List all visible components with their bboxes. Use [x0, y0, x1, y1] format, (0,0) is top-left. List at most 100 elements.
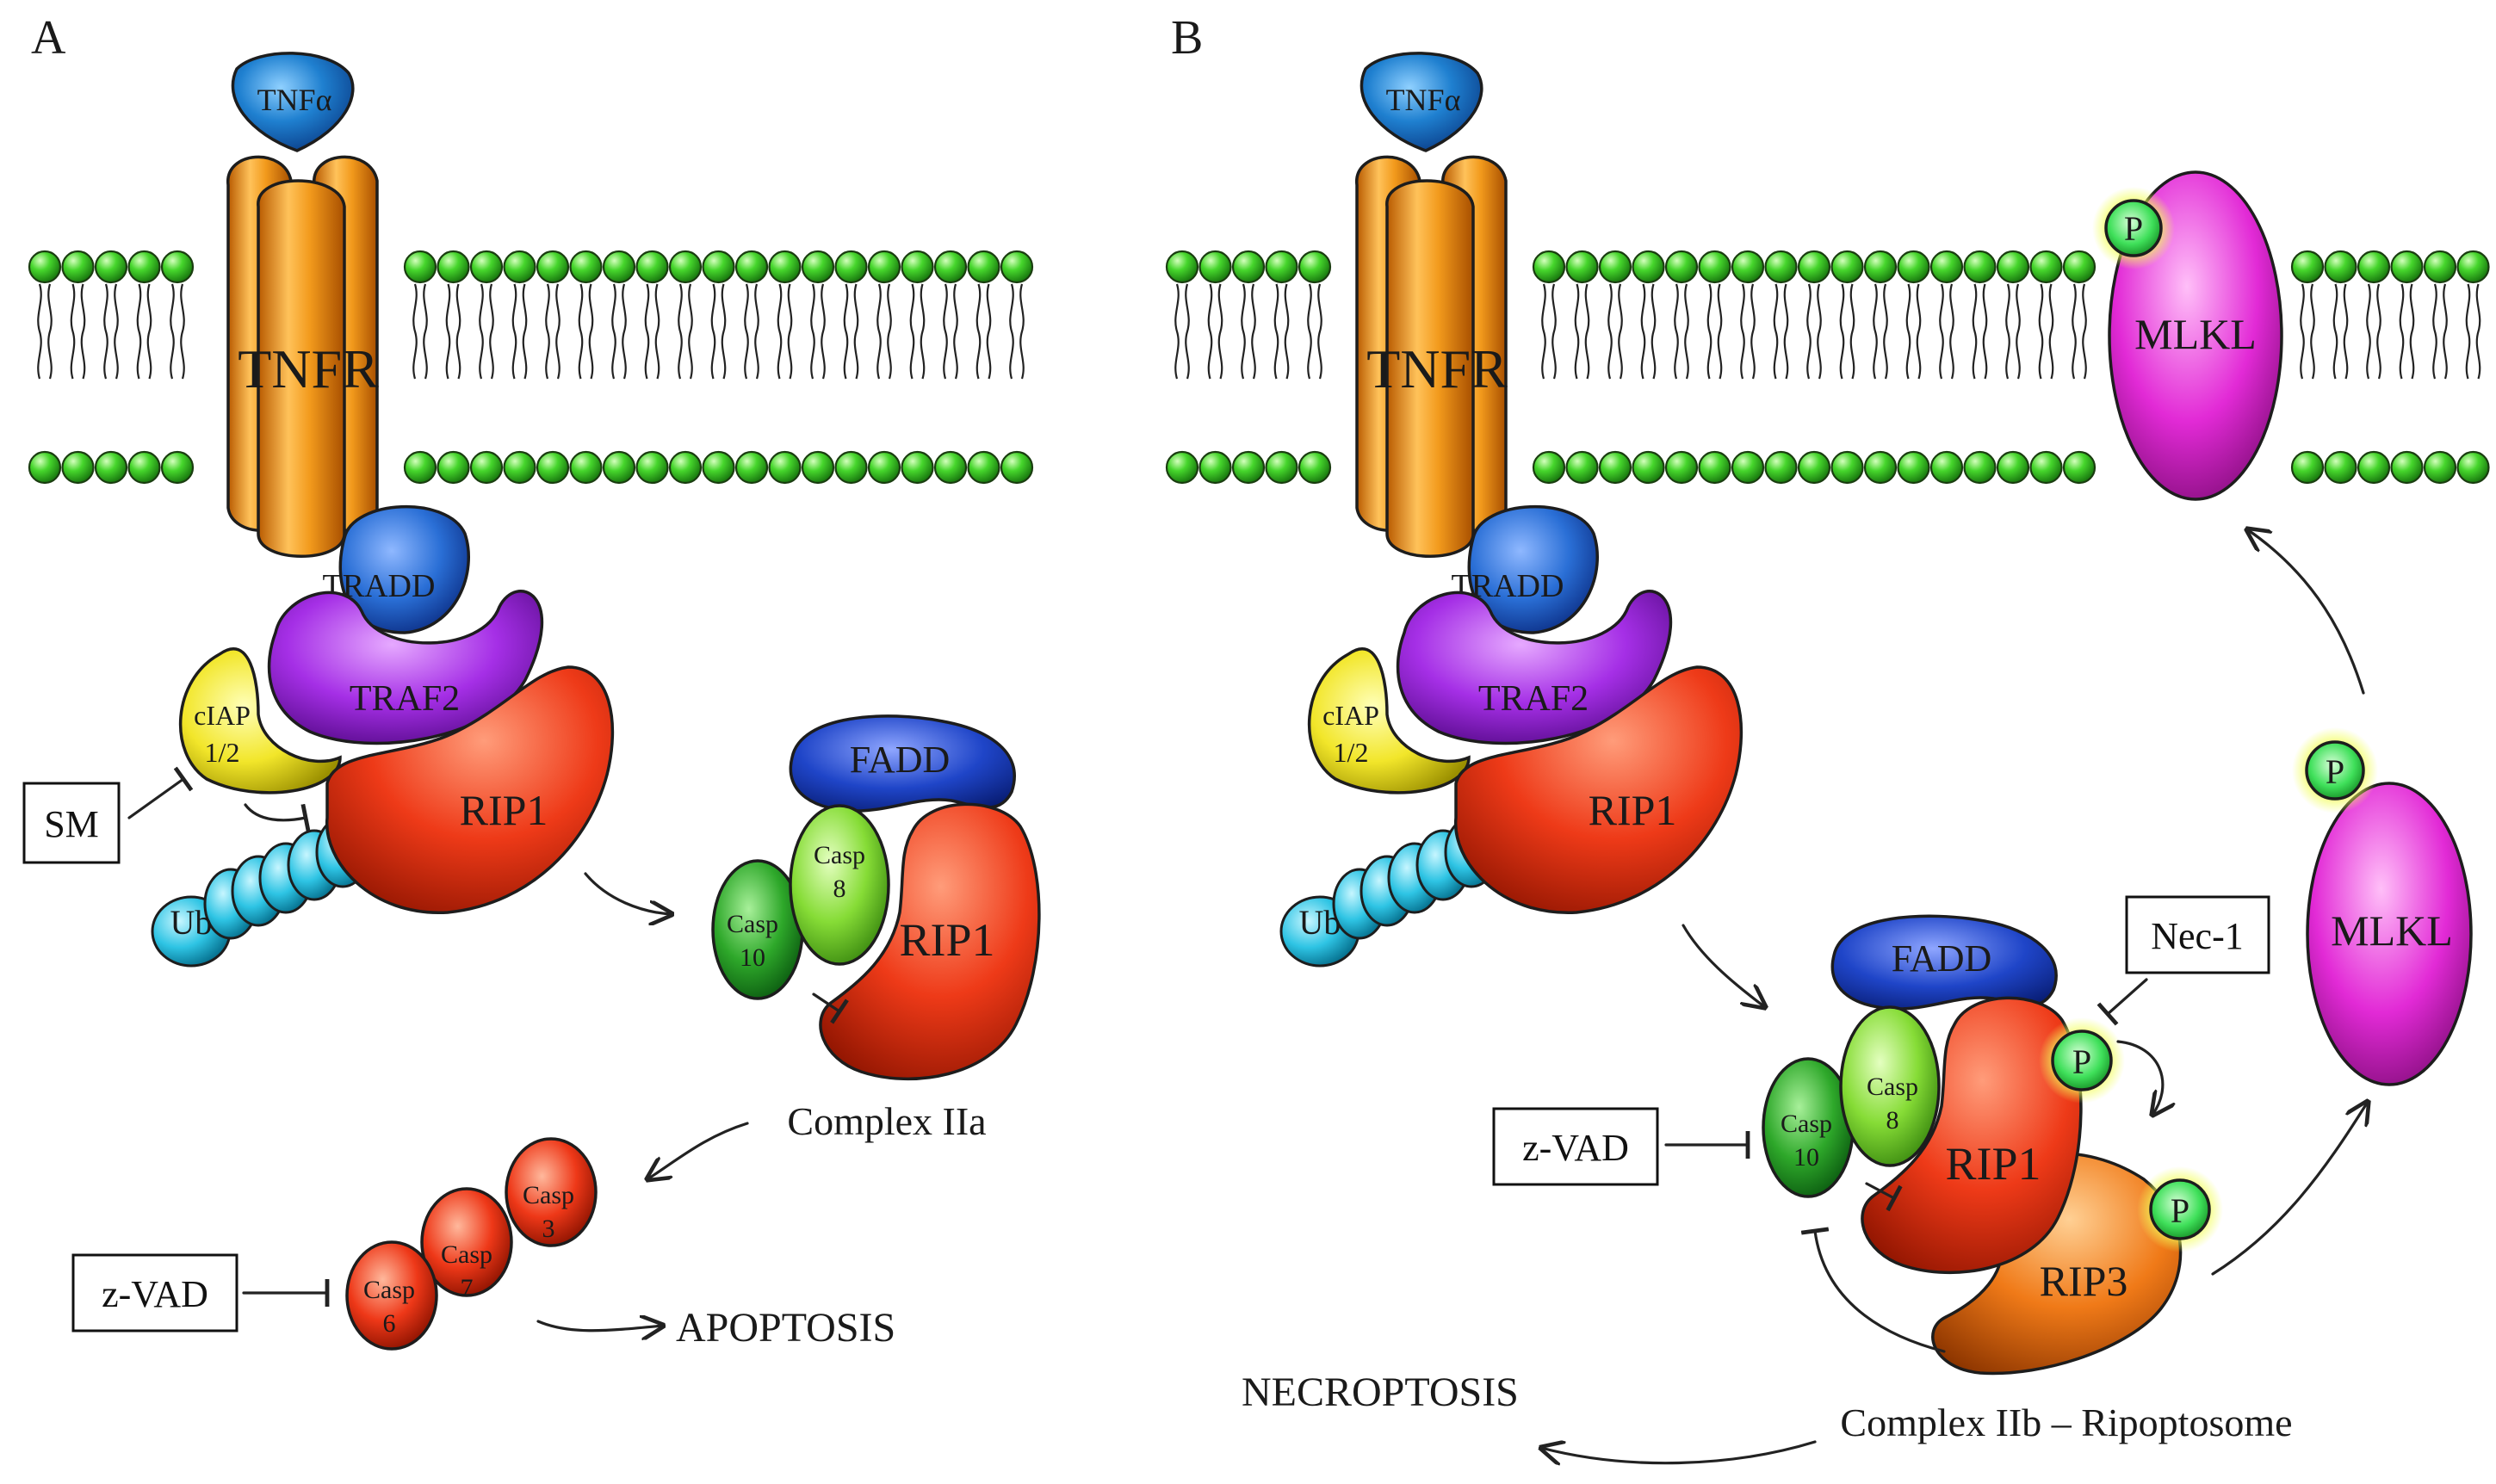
- lipid-tail: [678, 283, 693, 380]
- tnf-alpha-ligand-b: [1359, 52, 1483, 152]
- lipid-tail: [1574, 283, 1590, 380]
- lipid-head: [867, 450, 901, 485]
- rip3-label: RIP3: [2040, 1257, 2128, 1305]
- arrow-rip3-to-mlkl: [2211, 1102, 2368, 1276]
- casp8-initiator: [789, 804, 890, 966]
- traf2-label: TRAF2: [350, 679, 460, 719]
- lipid-head: [2456, 450, 2490, 485]
- lipid-tail: [1273, 283, 1290, 380]
- tnfr-label-b: TNFR: [1366, 338, 1508, 399]
- lipid-head: [1929, 250, 1964, 284]
- lipid-head: [702, 250, 735, 284]
- tnf-alpha-ligand: [231, 52, 355, 152]
- lipid-head: [503, 450, 536, 485]
- lipid-head: [61, 450, 95, 485]
- lipid-head: [2029, 450, 2063, 485]
- lipid-head: [1830, 250, 1864, 284]
- lipid-head: [1298, 450, 1332, 485]
- lipid-head: [1731, 250, 1765, 284]
- phospho-site-mlkl-membrane: [2104, 199, 2163, 257]
- lipid-head: [1598, 250, 1632, 284]
- casp8-initiator-b: [1839, 1005, 1941, 1167]
- lipid-head: [668, 250, 703, 284]
- phospho-label-4: P: [2171, 1191, 2189, 1230]
- tnfr-receptor-b: [1355, 155, 1508, 558]
- lipid-tail: [2300, 283, 2315, 380]
- lipid-head: [1265, 250, 1298, 284]
- complex-iib-rip1-label: RIP1: [1945, 1138, 2041, 1190]
- phospho-label-3: P: [2072, 1042, 2091, 1081]
- lipid-tail: [876, 283, 892, 380]
- lipid-head: [569, 450, 603, 485]
- lipid-head: [602, 250, 636, 284]
- casp8-inhibits-rip1: [812, 992, 849, 1024]
- arrow-to-apoptosis: [536, 1321, 663, 1331]
- rip1-kinase-b: [1454, 665, 1743, 914]
- lipid-tail: [744, 283, 759, 380]
- apoptosis-label: APOPTOSIS: [676, 1305, 895, 1351]
- casp8-label-b-line1: Casp: [1867, 1073, 1918, 1101]
- lipid-head: [834, 450, 868, 485]
- lipid-head: [437, 450, 470, 485]
- lipid-head: [1165, 250, 1199, 284]
- casp10-label-line2: 10: [740, 943, 765, 972]
- lipid-head: [1198, 250, 1232, 284]
- lipid-tail: [611, 283, 627, 380]
- lipid-head: [1996, 450, 2030, 485]
- lipid-head: [1797, 450, 1831, 485]
- lipid-tail: [578, 283, 594, 380]
- lipid-head: [1664, 250, 1699, 284]
- lipid-head: [1897, 250, 1930, 284]
- casp7-executioner: [420, 1187, 513, 1297]
- lipid-head: [901, 250, 934, 284]
- tnf-alpha-label: TNFα: [257, 83, 332, 117]
- lipid-head: [1632, 250, 1665, 284]
- casp10-label-line1: Casp: [727, 910, 778, 938]
- lipid-head: [1565, 250, 1599, 284]
- lipid-head: [1664, 450, 1699, 485]
- lipid-tail: [1939, 283, 1954, 380]
- traf2-protein: [267, 590, 544, 745]
- lipid-head: [1797, 250, 1831, 284]
- lipid-tail: [1640, 283, 1657, 380]
- lipid-head: [834, 250, 868, 284]
- necroptosis-label: NECROPTOSIS: [1242, 1370, 1519, 1415]
- lipid-head: [734, 250, 769, 284]
- lipid-head: [1863, 450, 1898, 485]
- lipid-head: [734, 450, 769, 485]
- lipid-head: [2456, 250, 2490, 284]
- lipid-head: [2290, 450, 2325, 485]
- lipid-head: [1598, 450, 1632, 485]
- casp10-label-b-line2: 10: [1793, 1143, 1819, 1172]
- zvad-label-a: z-VAD: [102, 1273, 208, 1315]
- lipid-head: [403, 450, 437, 485]
- lipid-head: [1198, 450, 1232, 485]
- lipid-head: [94, 450, 128, 485]
- lipid-head: [1532, 250, 1566, 284]
- mlkl-phosphorylated: [2306, 782, 2473, 1086]
- lipid-head: [536, 250, 570, 284]
- lipid-tail: [1009, 283, 1025, 380]
- lipid-head: [867, 250, 901, 284]
- panel-a: A TNFα TNFR TRADD TRAF2 cIAP 1/2 Ub RIP1…: [22, 11, 1041, 1351]
- lipid-head: [28, 250, 62, 284]
- lipid-tail: [1541, 283, 1557, 380]
- complex-iib-rip1: [1861, 996, 2083, 1275]
- arrow-rip1-phosphorylates-rip3: [2116, 1040, 2163, 1115]
- lipid-tail: [1972, 283, 1988, 380]
- phospho-site-mlkl-free: [2305, 740, 2365, 801]
- lipid-tail: [1806, 283, 1822, 380]
- lipid-head: [127, 250, 161, 284]
- lipid-head: [1165, 450, 1199, 485]
- lipid-head: [160, 250, 195, 284]
- lipid-head: [1298, 250, 1332, 284]
- mlkl-membrane-label: MLKL: [2134, 310, 2257, 358]
- lipid-head: [1863, 250, 1898, 284]
- lipid-head: [967, 450, 1000, 485]
- lipid-head: [2062, 250, 2097, 284]
- lipid-tail: [136, 283, 152, 380]
- rip1-kinase: [325, 665, 615, 914]
- lipid-tail: [1839, 283, 1855, 380]
- arrow-to-complex-iib: [1682, 924, 1765, 1007]
